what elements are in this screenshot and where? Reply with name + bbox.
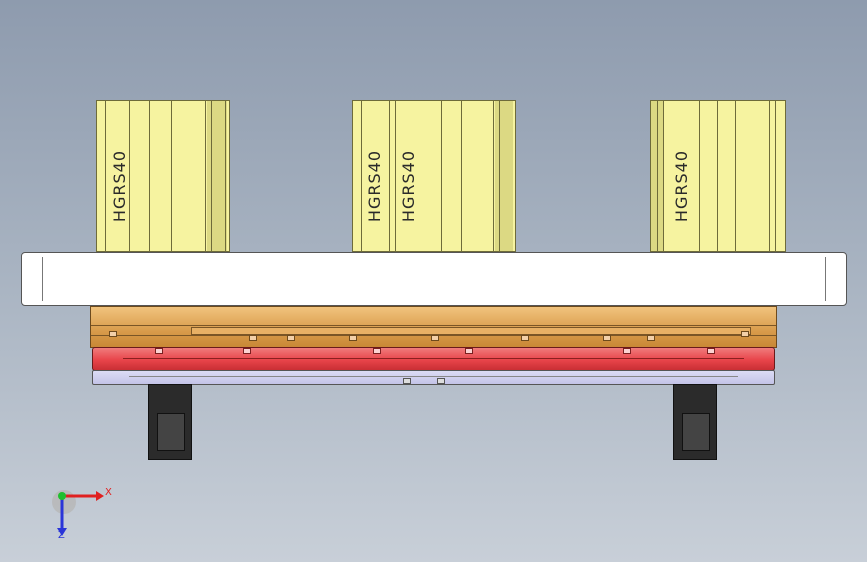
rail-block-1-label: HGRS40 — [110, 150, 129, 223]
axis-x-label: X — [105, 487, 112, 498]
roller-right[interactable] — [673, 384, 717, 460]
bolt-icon — [243, 348, 251, 354]
bolt-icon — [287, 335, 295, 341]
roller-left[interactable] — [148, 384, 192, 460]
bolt-icon — [623, 348, 631, 354]
bolt-icon — [431, 335, 439, 341]
bolt-icon — [521, 335, 529, 341]
rail-block-2[interactable] — [352, 100, 516, 252]
top-plate[interactable] — [21, 252, 847, 306]
bolt-icon — [707, 348, 715, 354]
axis-z-label: Z — [58, 530, 65, 541]
bottom-plate[interactable] — [92, 370, 775, 385]
bolt-icon — [349, 335, 357, 341]
bolt-icon — [155, 348, 163, 354]
bolt-icon — [741, 331, 749, 337]
triad-axes-icon — [52, 490, 104, 536]
rail-block-1[interactable] — [96, 100, 230, 252]
bolt-icon — [603, 335, 611, 341]
red-base-plate[interactable] — [92, 347, 775, 371]
bolt-icon — [373, 348, 381, 354]
rail-block-2-label-a: HGRS40 — [365, 150, 384, 223]
rail-block-2-label-b: HGRS40 — [399, 150, 418, 223]
bolt-icon — [403, 378, 411, 384]
copper-frame[interactable] — [90, 306, 777, 348]
bolt-icon — [465, 348, 473, 354]
coordinate-triad — [44, 484, 114, 544]
bolt-icon — [647, 335, 655, 341]
bolt-icon — [437, 378, 445, 384]
rail-block-3-label: HGRS40 — [672, 150, 691, 223]
rail-block-3[interactable] — [650, 100, 786, 252]
bolt-icon — [249, 335, 257, 341]
bolt-icon — [109, 331, 117, 337]
